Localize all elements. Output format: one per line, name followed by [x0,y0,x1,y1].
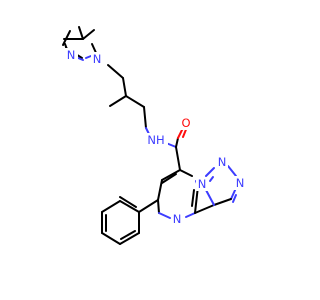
phenyl-ring [101,196,159,245]
pyrazole-n1-label: N [93,52,102,66]
alkyl-chain [107,64,151,137]
triazole-top-n-label: N [218,155,227,169]
structure-diagram: N N NH O N N N N [62,26,246,245]
amide-group [165,126,188,171]
pyrimidine-ring [157,169,199,219]
amide-nh-label: NH [147,133,164,147]
amide-oxygen-label: O [181,116,190,130]
triazole-ring [194,165,237,214]
pyrazole-n2-label: N [67,48,76,62]
atom-labels: N N NH O N N N N [65,48,246,226]
pyrimidine-n-label: N [173,212,182,226]
triazole-right-n-label: N [236,176,245,190]
triazole-bridge-n-label: N [198,177,207,191]
